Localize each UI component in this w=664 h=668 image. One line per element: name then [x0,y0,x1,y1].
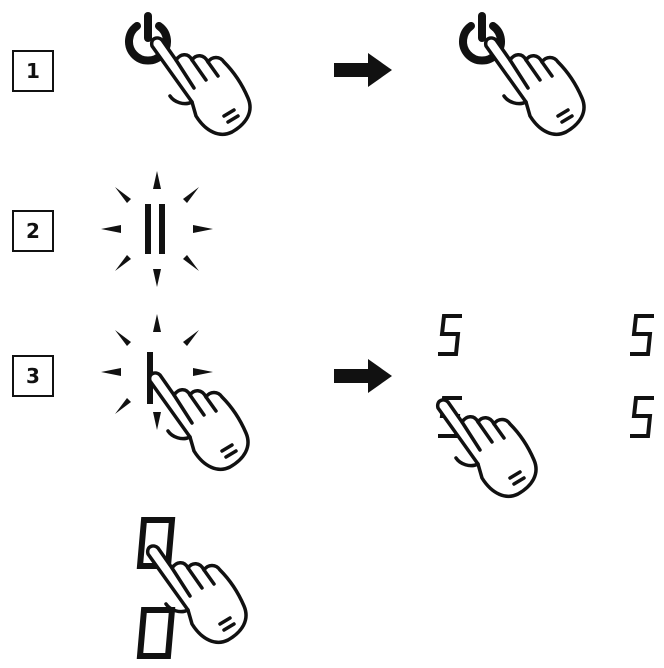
step-2-number: 2 [26,219,40,243]
pointing-hand-icon [147,371,250,472]
pointing-hand-icon [149,36,252,137]
pointing-hand-icon [483,36,586,137]
right-arrow-icon [334,359,392,393]
digit-zero-icon [140,610,172,656]
step-3-box: 3 [12,355,54,397]
digit-five-icon [628,396,656,438]
step-3-number: 3 [26,364,40,388]
digit-five-icon [436,314,464,356]
digit-five-icon [628,314,656,356]
pointing-hand-icon [145,544,248,645]
step-1-box: 1 [12,50,54,92]
blinking-rays-icon [101,171,213,287]
step-2-box: 2 [12,210,54,252]
step-1-number: 1 [26,59,40,83]
pointing-hand-icon [435,398,538,499]
bars-display-icon [145,204,165,254]
right-arrow-icon [334,53,392,87]
